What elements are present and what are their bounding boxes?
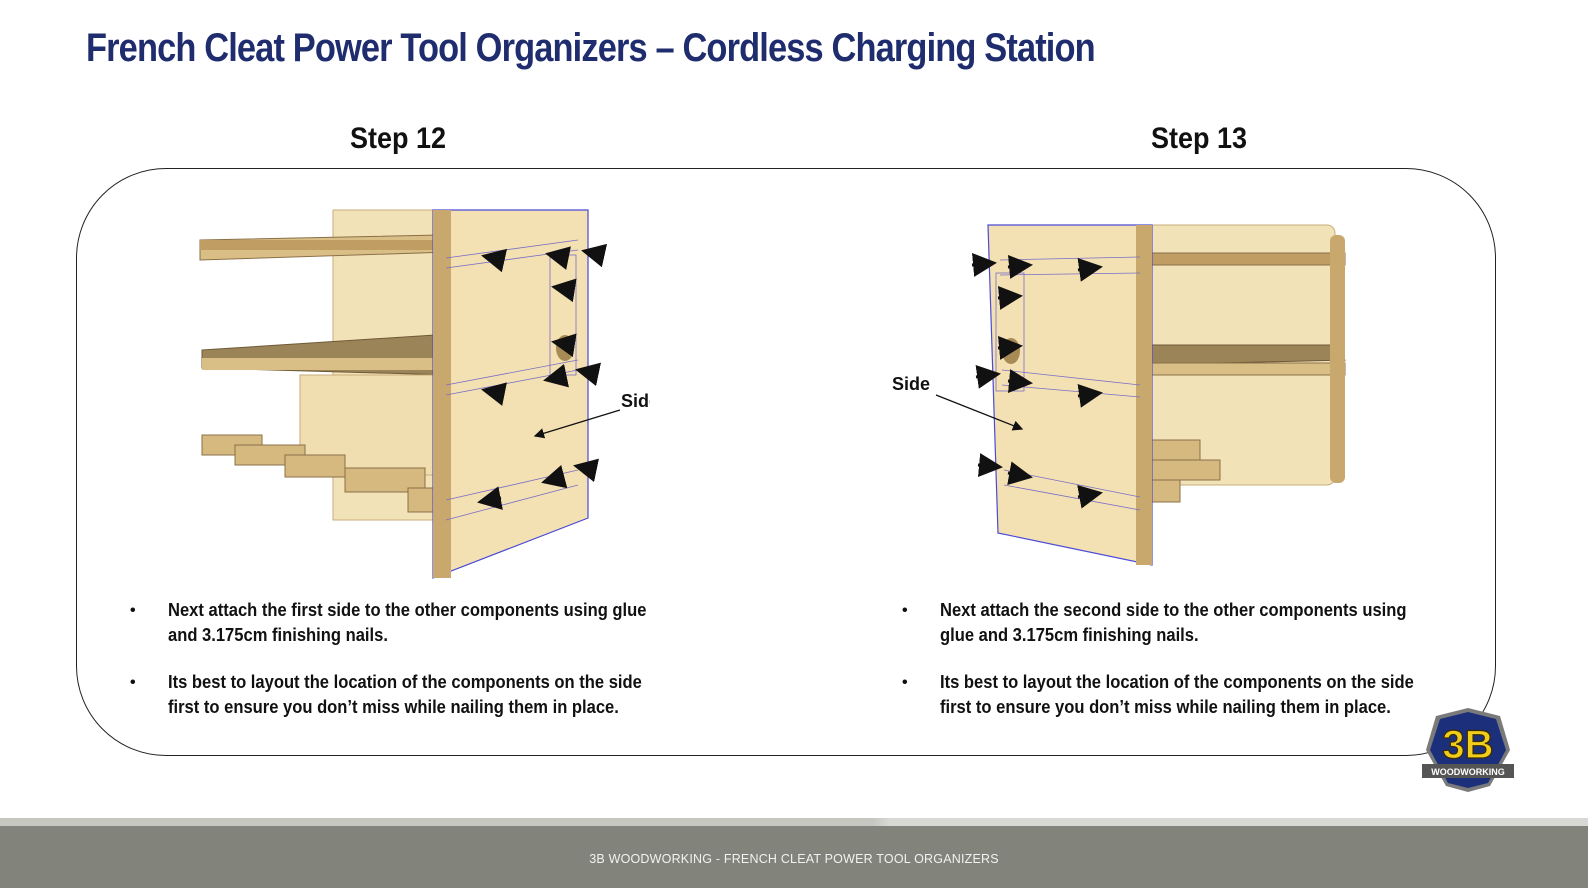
bullet-glyph: • <box>902 602 908 619</box>
step-12-bullet-2: Its best to layout the location of the c… <box>168 672 642 717</box>
step-12-heading: Step 12 <box>349 122 447 155</box>
step-12-figure: Side <box>199 209 650 579</box>
step-13-side-callout: Side <box>892 374 930 394</box>
bullet-glyph: • <box>130 602 136 619</box>
logo-3b-text: 3B <box>1442 723 1493 767</box>
3b-woodworking-logo: 3B WOODWORKING <box>1422 708 1514 792</box>
bullet-glyph: • <box>902 674 908 691</box>
footer-accent <box>0 818 1588 826</box>
step-12-bullet-1: Next attach the first side to the other … <box>168 600 647 645</box>
footer-band <box>0 826 1588 888</box>
step-13-bullet-2: Its best to layout the location of the c… <box>940 672 1414 717</box>
list-item: • Its best to layout the location of the… <box>130 670 690 720</box>
footer-text: 3B WOODWORKING - FRENCH CLEAT POWER TOOL… <box>589 852 999 866</box>
list-item: • Next attach the second side to the oth… <box>902 598 1462 648</box>
step-12-side-callout: Side <box>621 391 650 411</box>
step-13-heading: Step 13 <box>1150 122 1248 155</box>
bullet-glyph: • <box>130 674 136 691</box>
slide-title: French Cleat Power Tool Organizers – Cor… <box>86 26 1096 70</box>
steps-panel <box>76 168 1496 756</box>
step-13-bullet-1: Next attach the second side to the other… <box>940 600 1407 645</box>
step-13-bullets: • Next attach the second side to the oth… <box>902 598 1462 742</box>
logo-woodworking-text: WOODWORKING <box>1431 767 1505 777</box>
step-13-figure: Side <box>892 224 1347 566</box>
list-item: • Its best to layout the location of the… <box>902 670 1462 720</box>
step-12-bullets: • Next attach the first side to the othe… <box>130 598 690 742</box>
list-item: • Next attach the first side to the othe… <box>130 598 690 648</box>
